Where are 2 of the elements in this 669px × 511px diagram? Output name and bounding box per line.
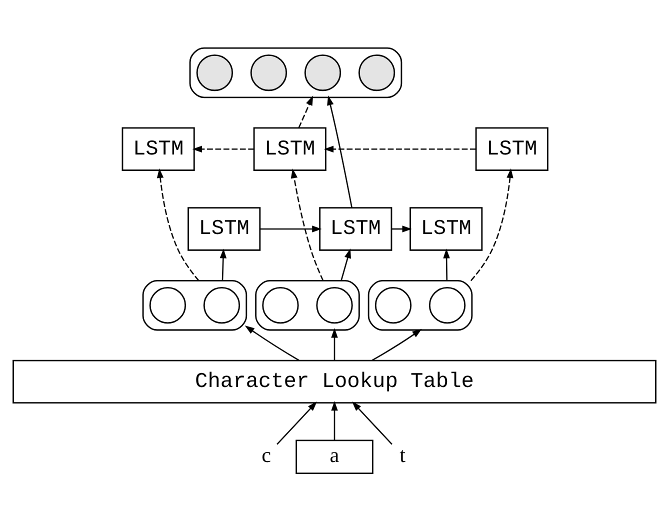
node-text: c [262, 442, 272, 467]
node-text: t [400, 442, 406, 467]
